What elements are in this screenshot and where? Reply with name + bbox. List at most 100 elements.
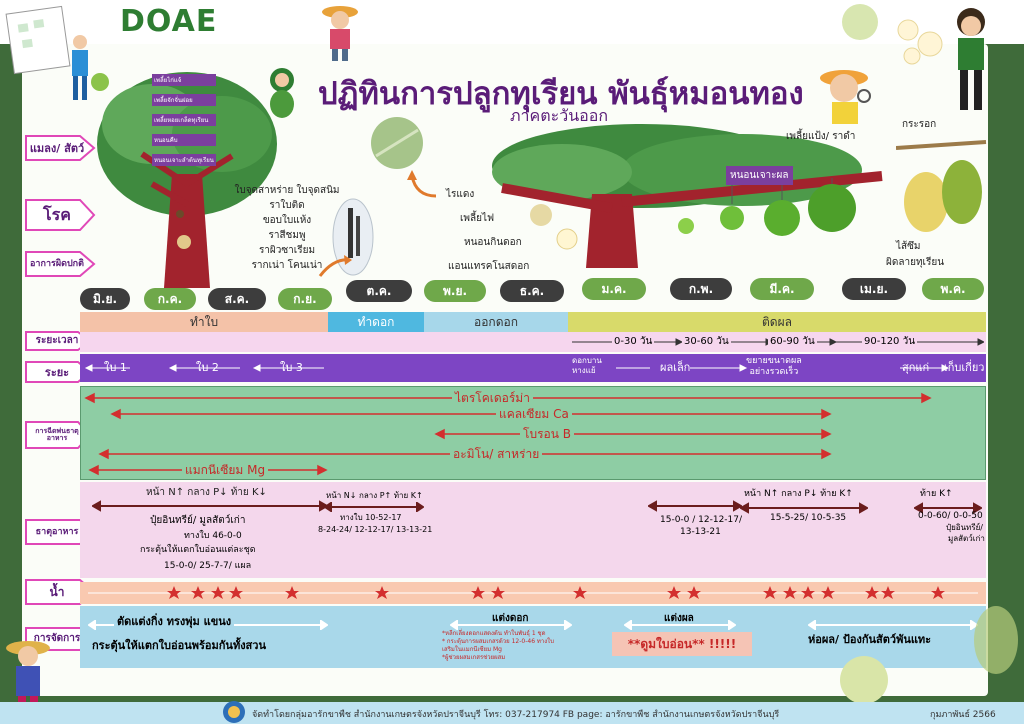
durian-decoration-right — [974, 606, 1018, 674]
tree-tag: หนอนเจาะลำต้นทุเรียน — [152, 154, 216, 166]
fruit-borer-tag: หนอนเจาะผล — [726, 166, 793, 185]
woman-illustration — [957, 8, 985, 110]
month-pill: ก.พ. — [670, 278, 732, 300]
fert-g5-arrow — [914, 502, 982, 514]
gardener-illustration — [5, 5, 109, 100]
fert-g3-a: 15-0-0 / 12-12-17/ — [660, 515, 743, 525]
fert-g5-head: ท้าย K↑ — [920, 489, 953, 499]
stage-fruiting: ติดผล — [568, 312, 986, 332]
label-spray-text: การฉีดพ่นธาตุอาหาร — [35, 427, 79, 442]
label-pests: แมลง/ สัตว์ — [24, 134, 96, 162]
month-pill: ม.ค. — [582, 278, 646, 300]
label-disease-text: โรค — [43, 205, 71, 224]
label-water-text: น้ำ — [49, 585, 65, 599]
fertilizer-band — [80, 482, 986, 578]
disease-item: รากเน่า โคนเน่า — [251, 260, 323, 271]
fert-g5-b: ปุ๋ยอินทรีย์/ — [946, 523, 983, 532]
flower-icon — [556, 228, 578, 250]
spray-amino: อะมิโน/ สาหร่าย — [450, 448, 543, 460]
disease-list: ใบจุดสาหร่าย ใบจุดสนิม ราใบติด ขอบใบแห้ง… — [232, 186, 342, 271]
stage-harvest: เก็บเกี่ยว — [944, 361, 985, 374]
stage-small-fruit: ผลเล็ก — [660, 361, 691, 374]
fert-g2-head: หน้า N↓ กลาง P↑ ท้าย K↑ — [326, 491, 423, 500]
label-pests-text: แมลง/ สัตว์ — [29, 141, 85, 155]
manage-m2-head: แต่งดอก — [490, 613, 531, 624]
label-management-text: การจัดการ — [33, 633, 81, 644]
disease-item: ราใบติด — [269, 200, 305, 211]
manage-m4: ห่อผล/ ป้องกันสัตว์พันแทะ — [808, 633, 932, 646]
stage-grow-b: อย่างรวดเร็ว — [749, 366, 799, 377]
manage-m2-notes: *หลีกเลี่ยงดอกแสดงต้น ทำในพันธุ์ 1 ชุด *… — [442, 630, 554, 662]
fert-g1-b: ทางใบ 46-0-0 — [184, 531, 242, 541]
manage-m1-b: กระตุ้นให้แตกใบอ่อนพร้อมกันทั้งสวน — [92, 639, 266, 652]
month-pill: ส.ค. — [208, 288, 266, 310]
stage-leaf2: ใบ 2 — [196, 361, 219, 374]
month-pill: มิ.ย. — [80, 288, 130, 310]
disease-item: ขอบใบแห้ง — [262, 215, 312, 226]
curved-arrow-up — [407, 170, 437, 198]
pest-squirrel: กระรอก — [902, 119, 937, 130]
stage-blooming: ออกดอก — [424, 312, 568, 332]
doae-logo: DOAE — [120, 4, 218, 39]
fert-g3-arrow — [648, 500, 742, 512]
spray-magnesium: แมกนีเซียม Mg — [182, 464, 269, 476]
page-title: ปฏิทินการปลูกทุเรียน พันธุ์หมอนทอง — [318, 76, 804, 112]
ripe-durian-illustration — [896, 140, 987, 232]
manage-m2-d: *ผู้ช่วยผสมเกสรช่วยผสม — [442, 654, 506, 662]
duration-band — [80, 332, 986, 352]
agency-seal-icon — [223, 701, 245, 723]
disease-item: ราสีชมพู — [268, 230, 306, 241]
growth-stage-arrows — [84, 364, 950, 372]
month-pill: ก.ค. — [144, 288, 196, 310]
fert-g4-arrow — [740, 502, 868, 514]
footer-bar — [0, 702, 1024, 724]
label-disorder-text: อาการผิดปกติ — [30, 258, 84, 269]
month-pill: ต.ค. — [346, 280, 412, 302]
curved-arrow-left — [318, 255, 352, 277]
fert-g2-a: ทางใบ 10-52-17 — [340, 513, 402, 522]
fert-g5-c: มูลสัตว์เก่า — [948, 534, 985, 543]
month-pill: เม.ย. — [842, 278, 906, 300]
stage-ripe: สุกแก่ — [902, 361, 930, 374]
girl-magnifier-illustration — [820, 70, 871, 124]
manage-m3-arrow — [624, 620, 736, 630]
fert-g1-c: กระตุ้นให้แตกใบอ่อนแต่ละชุด — [140, 545, 256, 555]
flower-decoration — [897, 19, 943, 65]
fert-g1-arrow — [92, 500, 328, 512]
stage-bloom: ดอกบานหางแย้ — [572, 356, 602, 375]
month-pill: มี.ค. — [750, 278, 814, 300]
tree-tag: หนอนคืบ — [152, 134, 216, 146]
label-disorder: อาการผิดปกติ — [24, 250, 96, 278]
pest-mealybug: เพลี้ยแป้ง/ ราดำ — [786, 131, 856, 142]
stage-bloom-b: หางแย้ — [572, 365, 596, 375]
flower-bud-icon — [530, 204, 552, 226]
fert-g1-d: 15-0-0/ 25-7-7/ แผล — [164, 561, 252, 571]
manage-m2-a: *หลีกเลี่ยงดอกแสดงต้น ทำในพันธุ์ 1 ชุด — [442, 630, 546, 637]
label-duration-text: ระยะเวลา — [35, 335, 79, 346]
disorder-skin: ผิดลายทุเรียน — [886, 257, 945, 268]
pest-thrips: เพลี้ยไฟ — [460, 213, 495, 224]
fert-g2-b: 8-24-24/ 12-12-17/ 13-13-21 — [318, 525, 433, 534]
pest-anthracnose: แอนแทรคโนสดอก — [448, 261, 530, 272]
water-stars — [88, 586, 978, 599]
manage-m3-note: **ดูมใบอ่อน** !!!!! — [612, 632, 752, 656]
durian-decoration-top — [842, 4, 878, 40]
page-subtitle: ภาคตะวันออก — [510, 106, 609, 125]
stage-leafing: ทำใบ — [80, 312, 328, 332]
right-tree-illustration — [492, 124, 883, 268]
leaf-photo — [371, 117, 423, 169]
footer-date: กุมภาพันธ์ 2566 — [930, 710, 996, 720]
stage-grow-a: ขยายขนาดผล — [746, 356, 802, 366]
manage-m1-a: ตัดแต่งกิ่ง ทรงพุ่ม แขนง — [114, 616, 235, 627]
label-fertilizer-text: ธาตุอาหาร — [35, 526, 79, 537]
disease-item: ราผิวซาเรียม — [258, 245, 316, 256]
pest-red-mite: ไรแดง — [446, 189, 475, 200]
leaf-mascot-illustration — [270, 68, 294, 118]
label-stage-text: ระยะ — [44, 365, 70, 379]
manage-m2-b: * กระตุ้นการผสมเกสรด้วย 12-0-46 ทางใบ — [442, 638, 554, 646]
stage-leaf3: ใบ 3 — [280, 361, 303, 374]
duration-60-90: 60-90 วัน — [768, 336, 817, 347]
spray-calcium: แคลเซียม Ca — [496, 408, 572, 420]
manage-m4-arrow — [808, 620, 978, 630]
girl-hat-illustration — [322, 6, 358, 61]
